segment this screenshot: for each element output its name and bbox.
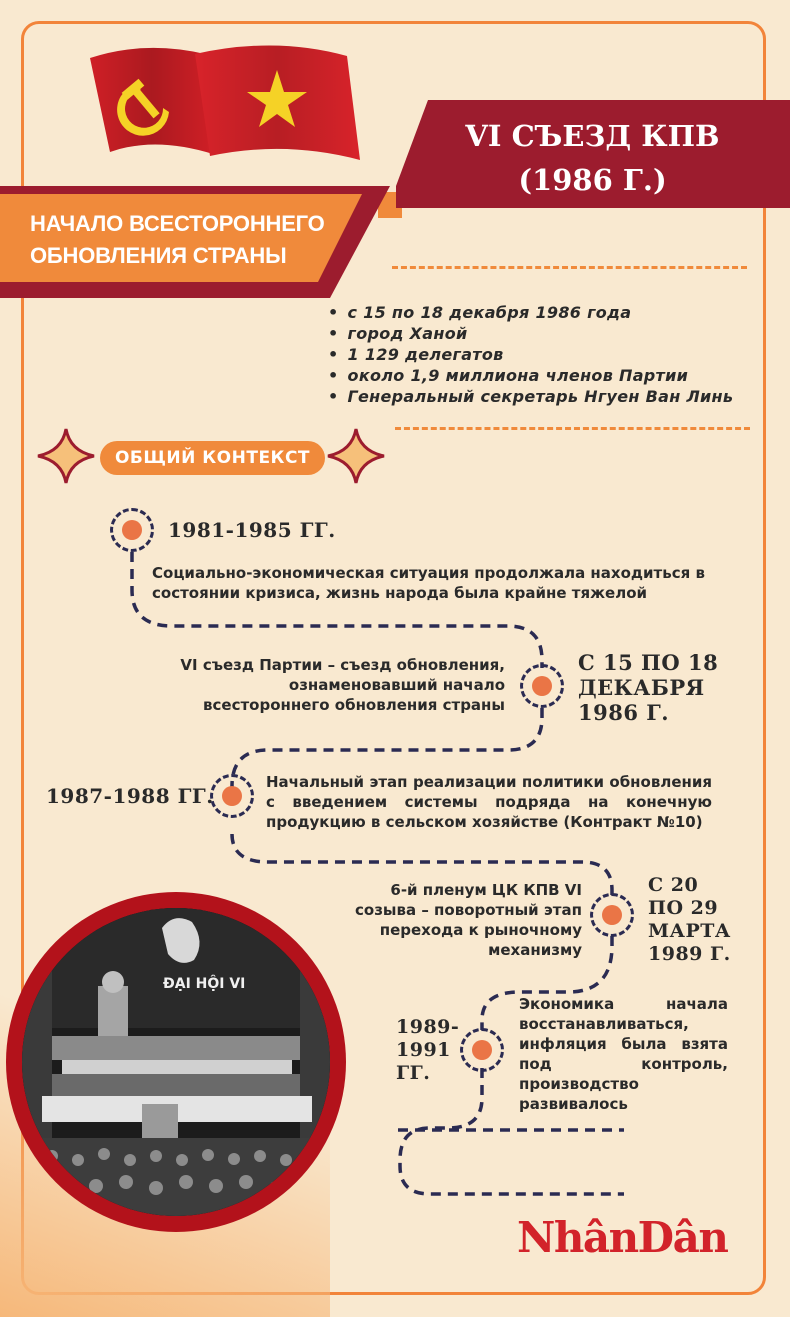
fact-item: около 1,9 миллиона членов Партии (328, 365, 733, 386)
fact-item: Генеральный секретарь Нгуен Ван Линь (328, 386, 734, 407)
divider-bottom (395, 427, 750, 430)
sparkle-right-icon (327, 428, 385, 484)
flags-illustration (90, 45, 360, 160)
subtitle-banner (0, 186, 390, 298)
fact-item: город Ханой (328, 323, 733, 344)
star-icon (247, 70, 307, 127)
nhandan-logo: NhânDân (517, 1213, 729, 1262)
hammer-sickle-icon (117, 78, 169, 136)
timeline-node (590, 893, 634, 937)
title-banner (378, 100, 790, 218)
timeline-date: 1987-1988 ГГ. (46, 784, 214, 808)
timeline-text: Социально-экономическая ситуация продолж… (152, 564, 705, 602)
context-pill: ОБЩИЙ КОНТЕКСТ (100, 441, 325, 475)
divider-top (392, 266, 747, 269)
fact-item: с 15 по 18 декабря 1986 года (328, 302, 733, 323)
subtitle: НАЧАЛО ВСЕСТОРОННЕГО ОБНОВЛЕНИЯ СТРАНЫ (30, 211, 325, 268)
timeline-date: С 20 ПО 29 МАРТА 1989 Г. (648, 874, 731, 965)
congress-photo-frame: ĐẠI HỘI VI (6, 892, 346, 1232)
fact-item: 1 129 делегатов (328, 344, 733, 365)
timeline-text: Экономика начала восстанавливаться, инфл… (519, 995, 728, 1113)
timeline-node (520, 664, 564, 708)
timeline-date: 1989- 1991 ГГ. (396, 1016, 460, 1084)
timeline-node (210, 774, 254, 818)
sparkle-left-icon (37, 428, 95, 484)
timeline-text: VI съезд Партии – съезд обновления, озна… (180, 656, 505, 714)
timeline-date: 1981-1985 ГГ. (168, 518, 336, 542)
page-title: VI СЪЕЗД КПВ (1986 Г.) (465, 119, 720, 197)
timeline-node (110, 508, 154, 552)
page-frame (21, 21, 766, 1295)
timeline-node (460, 1028, 504, 1072)
timeline-text: Начальный этап реализации политики обнов… (266, 773, 712, 831)
timeline-text: 6-й пленум ЦК КПВ VI созыва – поворотный… (355, 881, 582, 959)
congress-photo: ĐẠI HỘI VI (22, 908, 330, 1216)
photo-caption: ĐẠI HỘI VI (163, 976, 246, 992)
facts-list: с 15 по 18 декабря 1986 года город Ханой… (328, 302, 734, 407)
timeline-date: С 15 ПО 18 ДЕКАБРЯ 1986 Г. (578, 650, 719, 725)
